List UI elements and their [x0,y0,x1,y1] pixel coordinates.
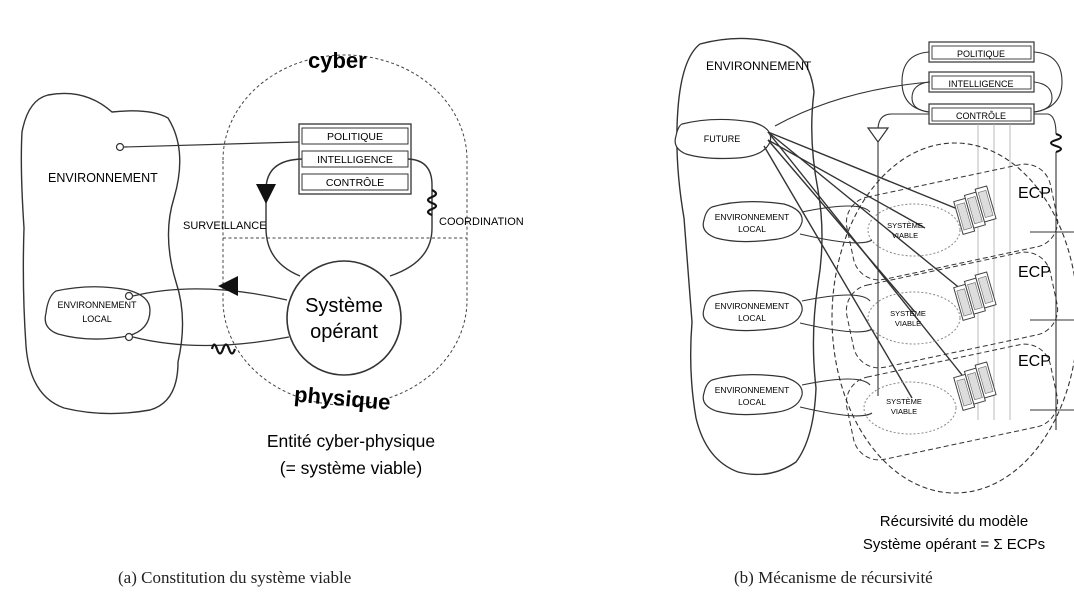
future-label: FUTURE [704,134,741,144]
ecp-unit: SYSTÈME VIABLE ECP [845,163,1059,281]
recursion-ellipse [831,142,1074,494]
local-environment-right: ENVIRONNEMENT LOCAL [702,201,873,244]
box-controle-right: CONTRÔLE [956,111,1006,121]
feedback-arrow [218,276,238,296]
recursion-line2: Système opérant = Σ ECPs [863,536,1045,553]
viable-line1: SYSTÈME [890,309,926,318]
box-politique-right: POLITIQUE [957,49,1005,59]
future-blob [674,118,772,160]
coordination-label: COORDINATION [439,216,524,228]
viable-line1: SYSTÈME [886,397,922,406]
svg-text:ENVIRONNEMENT: ENVIRONNEMENT [715,301,790,311]
entity-line1: Entité cyber-physique [267,431,435,451]
surveillance-label: SURVEILLANCE [183,220,267,232]
svg-text:LOCAL: LOCAL [738,397,766,407]
future-links [763,131,967,399]
system-operant-line2: opérant [310,321,378,343]
ecp-label: ECP [1018,353,1051,370]
svg-text:ENVIRONNEMENT: ENVIRONNEMENT [715,385,790,395]
surveillance-triangle-right [866,127,890,144]
coordination-spring-right [1050,133,1062,153]
cyber-label: cyber [308,48,367,73]
caption-b: (b) Mécanisme de récursivité [734,568,933,587]
local-environment-line1: ENVIRONNEMENT [57,300,137,310]
surveillance-arrow [256,184,276,204]
panel-a: ENVIRONNEMENT cyber physique POLITIQUE I… [20,48,524,478]
management-boxes: POLITIQUE INTELLIGENCE CONTRÔLE [298,123,412,195]
local-environment-right: ENVIRONNEMENT LOCAL [702,290,873,333]
local-environment-blob [44,286,151,340]
cyber-physique-region [222,54,468,406]
ecp-label: ECP [1018,264,1051,281]
management-stack-right: POLITIQUE INTELLIGENCE CONTRÔLE [877,41,1063,135]
box-politique: POLITIQUE [327,131,383,143]
ecp-label: ECP [1018,185,1051,202]
environment-blob-right [676,37,823,476]
ecp-unit: SYSTÈME VIABLE ECP [845,343,1059,461]
viable-line1: SYSTÈME [887,221,923,230]
local-connector-top [124,291,134,301]
viable-line2: VIABLE [892,231,918,240]
caption-a: (a) Constitution du système viable [118,568,352,587]
action-spring [210,343,237,355]
local-environment-line2: LOCAL [82,314,112,324]
box-controle: CONTRÔLE [326,176,384,189]
physique-label: physique [293,382,391,415]
recursion-line1: Récursivité du modèle [880,513,1028,530]
environment-label: ENVIRONNEMENT [48,171,158,185]
surveillance-loop [265,158,303,277]
environment-label-right: ENVIRONNEMENT [706,59,812,73]
coordination-spring [426,189,438,217]
entity-line2: (= système viable) [280,458,422,478]
local-connector-bottom [124,332,134,342]
system-operant-line1: Système [305,295,383,317]
viable-line2: VIABLE [895,319,921,328]
coordination-loop [389,158,433,277]
svg-text:ENVIRONNEMENT: ENVIRONNEMENT [715,212,790,222]
box-intelligence-right: INTELLIGENCE [948,79,1013,89]
svg-text:LOCAL: LOCAL [738,313,766,323]
system-operant-circle [286,260,402,376]
local-environment-right: ENVIRONNEMENT LOCAL [702,374,873,417]
svg-text:LOCAL: LOCAL [738,224,766,234]
box-intelligence: INTELLIGENCE [317,154,393,166]
viable-line2: VIABLE [891,407,917,416]
environment-blob [20,92,184,415]
panel-b: ENVIRONNEMENT FUTURE POLITIQUE INTELLIGE… [674,37,1074,553]
env-connector-top [115,142,125,152]
